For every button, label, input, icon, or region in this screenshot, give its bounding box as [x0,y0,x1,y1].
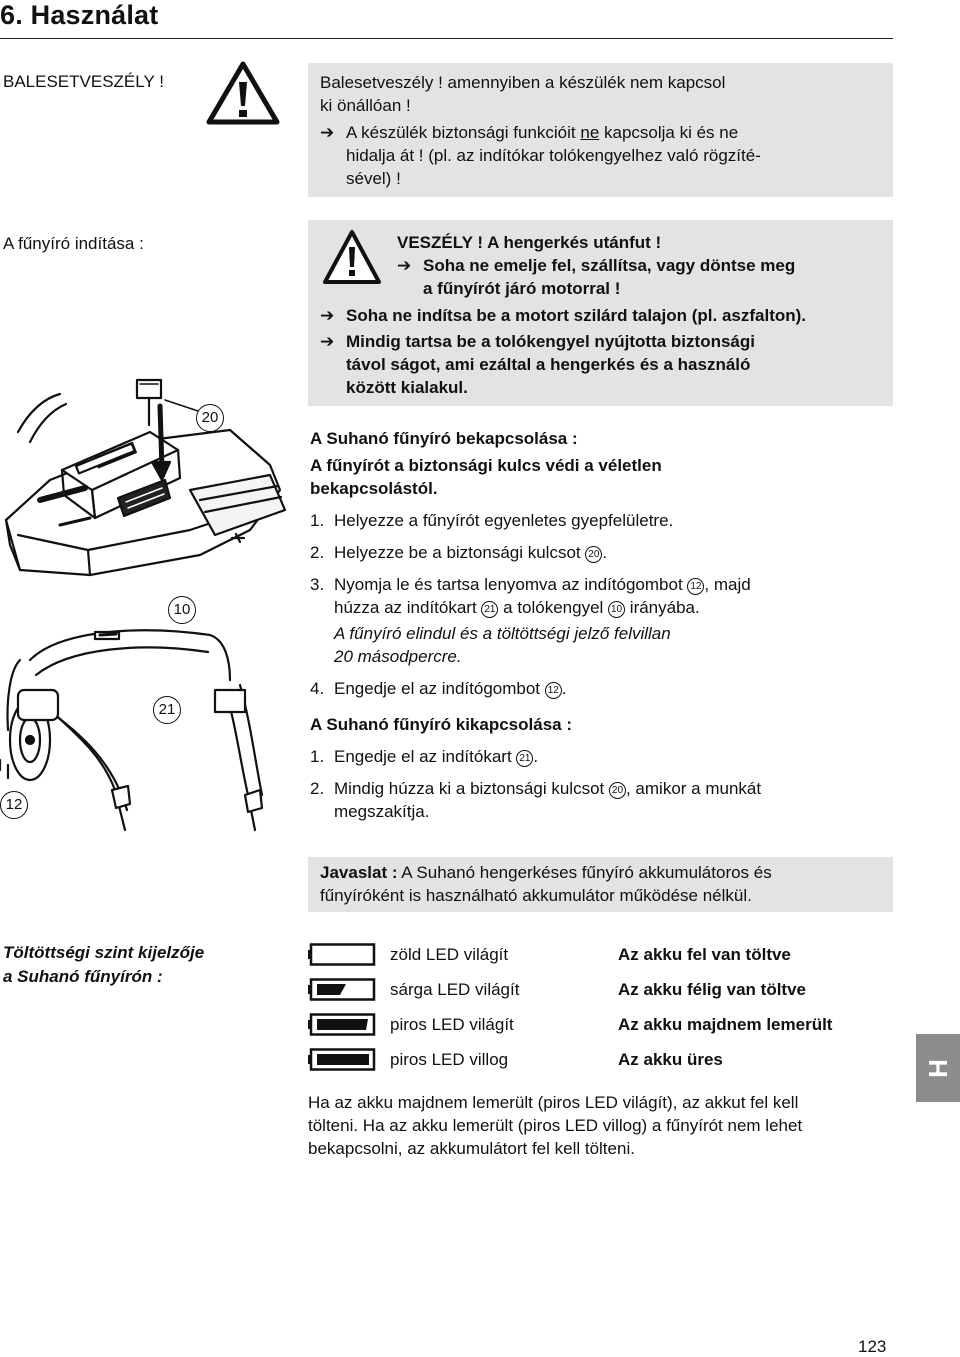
title-rule [0,38,893,39]
charge-row: piros LED világít Az akku majdnem lemerü… [308,1007,893,1042]
callout-20: 20 [196,404,224,432]
charge-row: piros LED villog Az akku üres [308,1042,893,1077]
warning-triangle-icon [206,61,280,125]
charge-row: sárga LED világít Az akku félig van tölt… [308,972,893,1007]
charge-label: Töltöttségi szint kijelzője a Suhanó fűn… [3,943,205,986]
battery-half-icon [308,978,376,1001]
warning-triangle-icon [323,230,381,284]
page-number: 123 [858,1337,887,1356]
tip-label: Javaslat : [320,863,398,882]
list-item: 4.Engedje el az indítógombot 12. [310,679,567,699]
page-title: 6. Használat [0,0,159,30]
callout-10: 10 [168,596,196,624]
danger-label: BALESETVESZÉLY ! [3,72,164,91]
lawnmower-illustration [0,378,287,832]
callout-21-inline: 21 [516,750,534,767]
tip-box: Javaslat : A Suhanó hengerkéses fűnyíró … [308,857,893,912]
callout-12: 12 [0,791,28,819]
battery-empty-icon [308,1048,376,1071]
switch-off-heading: A Suhanó fűnyíró kikapcsolása : [310,715,572,734]
danger-box: Balesetveszély ! amennyiben a készülék n… [308,63,893,197]
list-item: 1.Engedje el az indítókart 21. [310,747,539,767]
list-item: 2.Mindig húzza ki a biztonsági kulcsot 2… [310,779,762,821]
callout-21-inline: 21 [481,601,499,618]
charge-row: zöld LED világít Az akku fel van töltve [308,937,893,972]
switch-on-section: A Suhanó fűnyíró bekapcsolása : A fűnyír… [310,427,890,832]
callout-12-inline: 12 [687,578,705,595]
start-label: A fűnyíró indítása : [3,234,144,253]
switch-on-heading: A Suhanó fűnyíró bekapcsolása : [310,429,578,448]
start-warning-title: VESZÉLY ! A hengerkés utánfut ! [397,233,662,252]
language-tab: H [916,1034,960,1102]
charge-table: zöld LED világít Az akku fel van töltve … [308,937,893,1160]
list-item: 2.Helyezze be a biztonsági kulcsot 20. [310,543,608,563]
charge-note: Ha az akku majdnem lemerült (piros LED v… [308,1093,803,1158]
callout-12-inline: 12 [544,682,562,699]
callout-20-inline: 20 [608,782,626,799]
danger-arrow-item: ➔A készülék biztonsági funkcióit ne kapc… [320,123,739,142]
arrow-icon: ➔ [397,256,412,275]
battery-low-icon [308,1013,376,1036]
battery-full-icon [308,943,376,966]
callout-20-inline: 20 [585,546,603,563]
list-item: 1.Helyezze a fűnyírót egyenletes gyepfel… [310,511,674,530]
danger-line-2: ki önállóan ! [320,96,411,115]
start-warning-box: VESZÉLY ! A hengerkés utánfut ! ➔Soha ne… [308,220,893,406]
list-item: 3. Nyomja le és tartsa lenyomva az indít… [310,575,751,666]
callout-10-inline: 10 [608,601,626,618]
danger-line-1: Balesetveszély ! amennyiben a készülék n… [320,73,726,92]
arrow-icon: ➔ [320,123,335,142]
callout-21: 21 [153,696,181,724]
arrow-icon: ➔ [320,306,335,325]
arrow-icon: ➔ [320,332,335,351]
